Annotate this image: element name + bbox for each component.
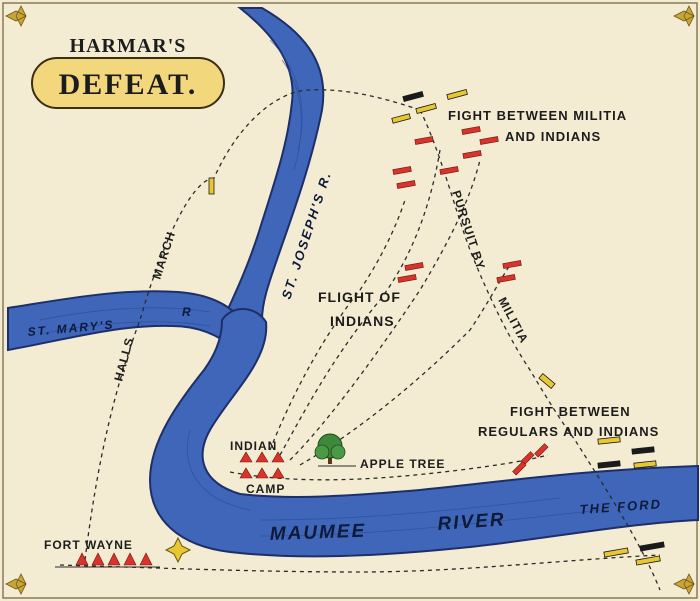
label-the-ford: THE FORD — [579, 496, 662, 517]
label-flight-of: FLIGHT OF — [318, 289, 401, 305]
fort-wayne-star-icon — [164, 536, 192, 564]
label-fight-militia-line2: AND INDIANS — [505, 129, 601, 144]
label-camp: CAMP — [246, 482, 285, 496]
title-line1: HARMAR'S — [70, 35, 187, 57]
route-camp-regulars — [229, 454, 549, 481]
dashed-routes — [59, 89, 661, 591]
route-pursuit — [419, 109, 661, 591]
troop-markers — [208, 88, 665, 566]
label-fight-militia-line1: FIGHT BETWEEN MILITIA — [448, 108, 627, 123]
label-fort-wayne: FORT WAYNE — [44, 538, 133, 552]
label-apple-tree: APPLE TREE — [360, 457, 445, 471]
title-banner — [31, 57, 225, 109]
label-fight-regulars-line1: FIGHT BETWEEN — [510, 404, 631, 419]
corner-ornament-bottom-right — [673, 573, 695, 595]
apple-tree-icon — [314, 433, 356, 467]
route-flight-4 — [269, 199, 406, 451]
indian-camp-tents — [239, 451, 285, 479]
label-fight-regulars-line2: REGULARS AND INDIANS — [478, 424, 659, 439]
corner-ornaments — [5, 5, 695, 595]
route-flight-1 — [279, 149, 441, 456]
label-river: RIVER — [437, 509, 506, 535]
corner-ornament-top-left — [5, 5, 27, 27]
title-cartouche: HARMAR'S DEFEAT. — [31, 35, 225, 109]
label-indian: INDIAN — [230, 439, 277, 453]
title-line2: DEFEAT. — [59, 68, 198, 101]
label-indians: INDIANS — [330, 313, 395, 329]
label-st-marys-r: R — [182, 305, 193, 319]
fort-wayne-tents — [55, 552, 160, 568]
indian-markers — [392, 126, 549, 476]
corner-ornament-bottom-left — [5, 573, 27, 595]
route-return — [59, 554, 661, 573]
route-halls-march — [84, 89, 421, 561]
maumee-river — [148, 308, 699, 558]
route-flight-2 — [289, 159, 481, 461]
label-maumee: MAUMEE — [269, 521, 366, 545]
corner-ornament-top-right — [673, 5, 695, 27]
